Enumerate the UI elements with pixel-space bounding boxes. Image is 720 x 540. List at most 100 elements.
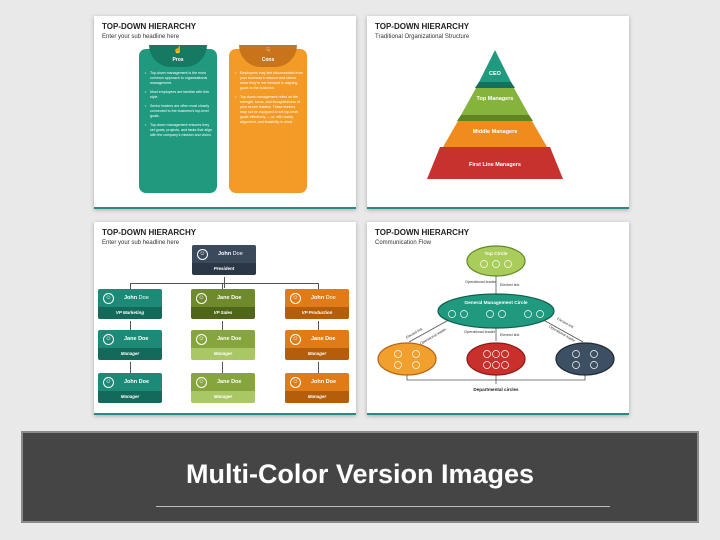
org-node-manager: ☺ Jane Doe Manager [191,373,255,405]
user-icon: ☺ [103,292,114,304]
user-icon: ☺ [196,292,207,304]
pyramid-label-top: Top Managers [477,96,514,102]
department-circle-red [466,342,526,376]
list-item: Top-down management relies on the streng… [235,95,303,125]
org-node-manager: ☺ John Doe Manager [285,373,349,405]
user-icon: ☺ [197,248,208,260]
pyramid-level-first [427,147,563,179]
slide-subtitle: Enter your sub headline here [102,34,180,40]
person-name: John Doe [124,379,150,385]
list-item: Top-down management is the most common a… [145,71,213,86]
person-role: Manager [285,348,349,360]
connector [130,283,319,284]
person-name: John Doe [311,379,337,385]
person-role: Manager [191,391,255,403]
elected-link-label: Elected link [500,283,520,287]
person-name: Jane Doe [217,295,242,301]
cons-header: ☟ Cons [239,45,297,67]
pros-label: Pros [172,57,184,63]
pros-list: Top-down management is the most common a… [145,71,213,142]
pyramid-level-ceo [479,50,511,82]
slide-subtitle: Communication Flow [375,240,432,246]
banner: Multi-Color Version Images [21,431,699,523]
pros-card: Top-down management is the most common a… [139,49,217,193]
person-role: VP Marketing [98,307,162,319]
slide-title: TOP-DOWN HIERARCHY [375,22,470,31]
person-name: Jane Doe [217,336,242,342]
communication-diagram: Top Circle General Management Circle [377,245,615,392]
person-name: Jane Doe [311,336,336,342]
slide-org-chart[interactable]: TOP-DOWN HIERARCHY Enter your sub headli… [94,222,356,415]
slide-title: TOP-DOWN HIERARCHY [375,228,470,237]
org-node-vp-production: ☺ John Doe VP Production [285,289,349,321]
cons-card: Employees may feel disconnected from you… [229,49,307,193]
org-node-vp-sales: ☺ Jane Doe VP Sales [191,289,255,321]
connector [222,321,223,330]
top-circle [466,245,526,277]
elected-link-label: Elected link [500,333,520,337]
banner-underline [156,506,610,507]
org-node-vp-marketing: ☺ John Doe VP Marketing [98,289,162,321]
connector [318,362,319,373]
connector [222,362,223,373]
pyramid-label-middle: Middle Managers [473,129,518,135]
user-icon: ☺ [290,376,301,388]
slide-pros-cons[interactable]: TOP-DOWN HIERARCHY Enter your sub headli… [94,16,356,209]
user-icon: ☺ [196,333,207,345]
connector [130,283,131,289]
person-name: John Doe [218,251,243,257]
org-node-manager: ☺ Jane Doe Manager [285,330,349,362]
slide-subtitle: Traditional Organizational Structure [375,34,470,40]
slide-communication-flow[interactable]: TOP-DOWN HIERARCHY Communication Flow To… [367,222,629,415]
connector [318,321,319,330]
person-role: VP Production [285,307,349,319]
person-name: John Doe [124,295,149,301]
connector [318,283,319,289]
thumbs-up-icon: ☝ [173,47,183,54]
departmental-circles-label: Departmental circles [473,387,519,392]
org-node-manager: ☺ Jane Doe Manager [98,330,162,362]
user-icon: ☺ [103,333,114,345]
person-role: VP Sales [191,307,255,319]
user-icon: ☺ [290,292,301,304]
org-node-president: ☺John Doe President [192,245,256,277]
person-role: Manager [98,348,162,360]
pyramid-label-ceo: CEO [489,71,502,77]
person-role: Manager [191,348,255,360]
operational-leader-label: Operational leader [464,330,496,334]
person-name: Jane Doe [217,379,242,385]
user-icon: ☺ [103,376,114,388]
pyramid-diagram: CEO Top Managers Middle Managers First L… [427,50,563,179]
list-item: Top-down management ensures they set goa… [145,123,213,138]
department-circle-navy [555,342,615,376]
connector [224,277,225,288]
general-management-circle [437,293,555,329]
person-name: John Doe [311,295,336,301]
person-role: Manager [98,391,162,403]
list-item: Employees may feel disconnected from you… [235,71,303,91]
org-node-manager: ☺ John Doe Manager [98,373,162,405]
pyramid-level-top [461,88,529,115]
pyramid-label-first: First Line Managers [469,162,521,168]
user-icon: ☺ [196,376,207,388]
thumbs-down-icon: ☟ [265,47,271,54]
slide-title: TOP-DOWN HIERARCHY [102,228,197,237]
top-circle-label: Top Circle [484,251,507,257]
slide-pyramid[interactable]: TOP-DOWN HIERARCHY Traditional Organizat… [367,16,629,209]
operational-leader-label: Operational leader [419,327,447,346]
user-icon: ☺ [290,333,301,345]
elected-link-label: Elected link [405,327,423,340]
cons-label: Cons [261,57,275,63]
person-name: Jane Doe [124,336,149,342]
list-item: Most employees are familiar with this st… [145,90,213,100]
connector [130,362,131,373]
person-role: Manager [285,391,349,403]
slide-title: TOP-DOWN HIERARCHY [102,22,197,31]
pyramid-level-middle [443,121,547,147]
connector [130,321,131,330]
slide-subtitle: Enter your sub headline here [102,240,180,246]
org-node-manager: ☺ Jane Doe Manager [191,330,255,362]
pros-header: ☝ Pros [149,45,207,67]
cons-list: Employees may feel disconnected from you… [235,71,303,129]
connector [222,283,223,289]
